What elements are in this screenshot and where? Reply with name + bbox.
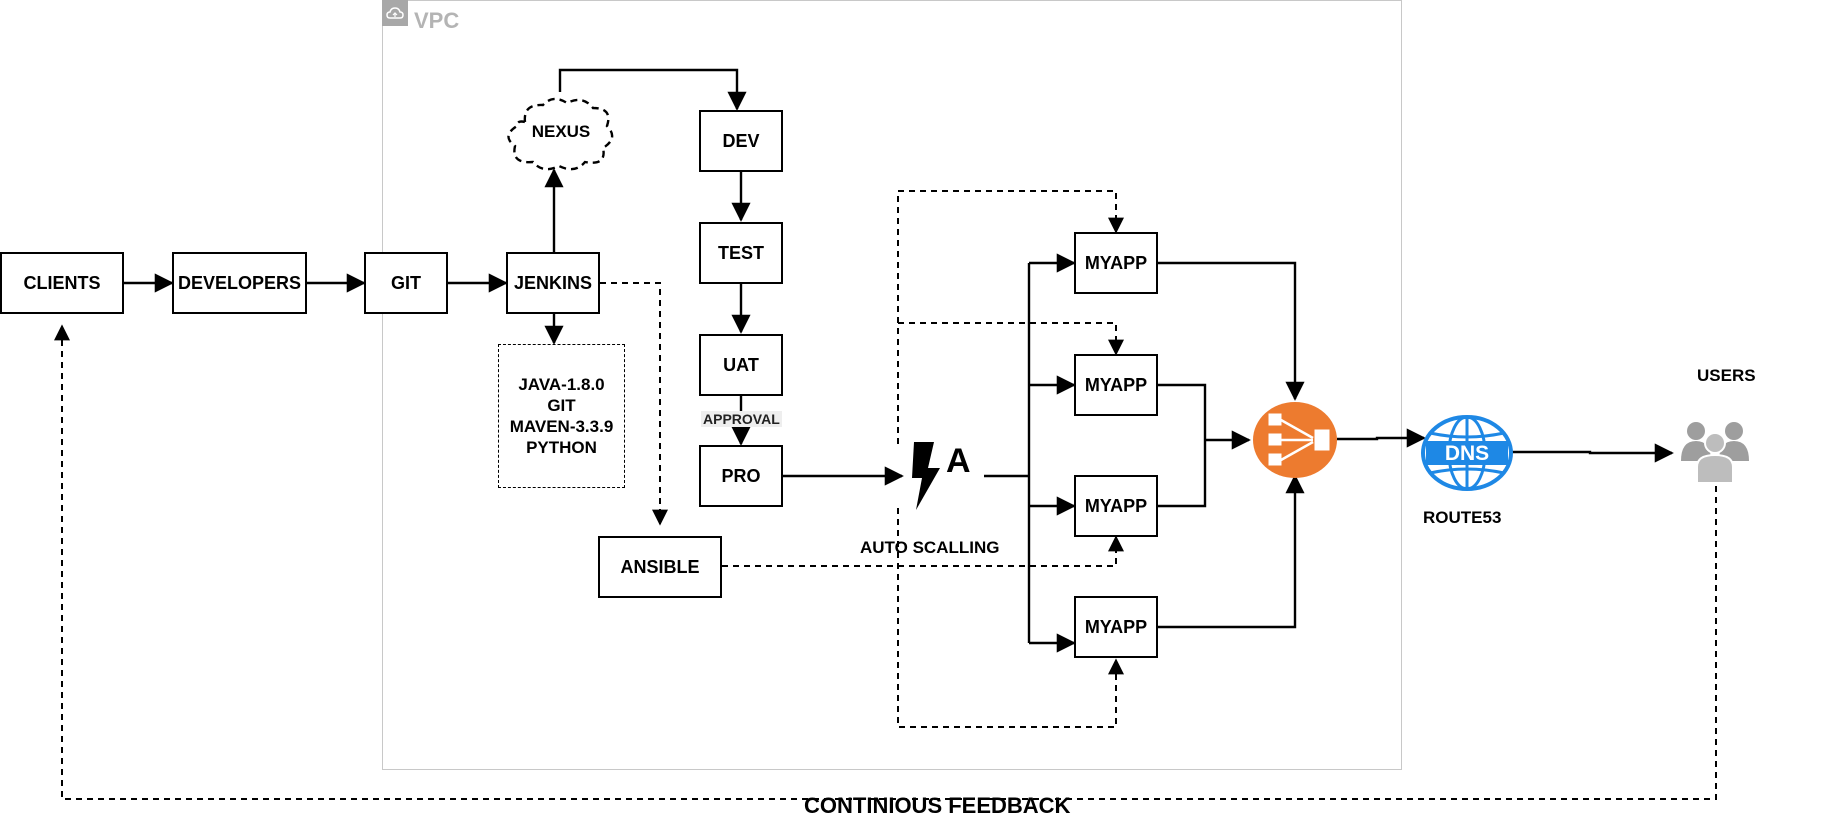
clients-node[interactable]: CLIENTS (0, 252, 124, 314)
jenkins-tools-list: JAVA-1.8.0 GIT MAVEN-3.3.9 PYTHON (498, 344, 625, 488)
dev-node[interactable]: DEV (699, 110, 783, 172)
tool-item: GIT (547, 396, 576, 415)
nexus-label: NEXUS (531, 122, 591, 141)
approval-label: APPROVAL (701, 411, 782, 427)
myapp-node[interactable]: MYAPP (1074, 232, 1158, 294)
myapp-node[interactable]: MYAPP (1074, 475, 1158, 537)
jenkins-node[interactable]: JENKINS (506, 252, 600, 314)
users-group-icon[interactable] (1679, 417, 1751, 485)
load-balancer-icon[interactable] (1251, 400, 1339, 480)
ansible-node[interactable]: ANSIBLE (598, 536, 722, 598)
vpc-label: VPC (414, 8, 460, 33)
continuous-feedback-label: CONTINIOUS FEEDBACK (804, 793, 1071, 818)
dns-glyph: DNS (1445, 442, 1489, 465)
git-node[interactable]: GIT (364, 252, 448, 314)
users-label: USERS (1697, 366, 1756, 385)
uat-node[interactable]: UAT (699, 334, 783, 396)
pro-node[interactable]: PRO (699, 445, 783, 507)
myapp-node[interactable]: MYAPP (1074, 596, 1158, 658)
globe-dns-icon[interactable]: DNS (1420, 415, 1514, 491)
autoscaling-glyph: A (946, 442, 971, 480)
tool-item: JAVA-1.8.0 (518, 375, 605, 394)
cloud-icon (382, 0, 408, 26)
tool-item: PYTHON (526, 438, 597, 457)
route53-label: ROUTE53 (1423, 508, 1502, 527)
tool-item: MAVEN-3.3.9 (509, 417, 614, 436)
myapp-node[interactable]: MYAPP (1074, 354, 1158, 416)
auto-scaling-label: AUTO SCALLING (860, 538, 1000, 557)
test-node[interactable]: TEST (699, 222, 783, 284)
nexus-node[interactable] (503, 96, 619, 172)
developers-node[interactable]: DEVELOPERS (172, 252, 307, 314)
edge-dns-users (1512, 443, 1674, 463)
lightning-icon[interactable]: A (910, 438, 980, 512)
